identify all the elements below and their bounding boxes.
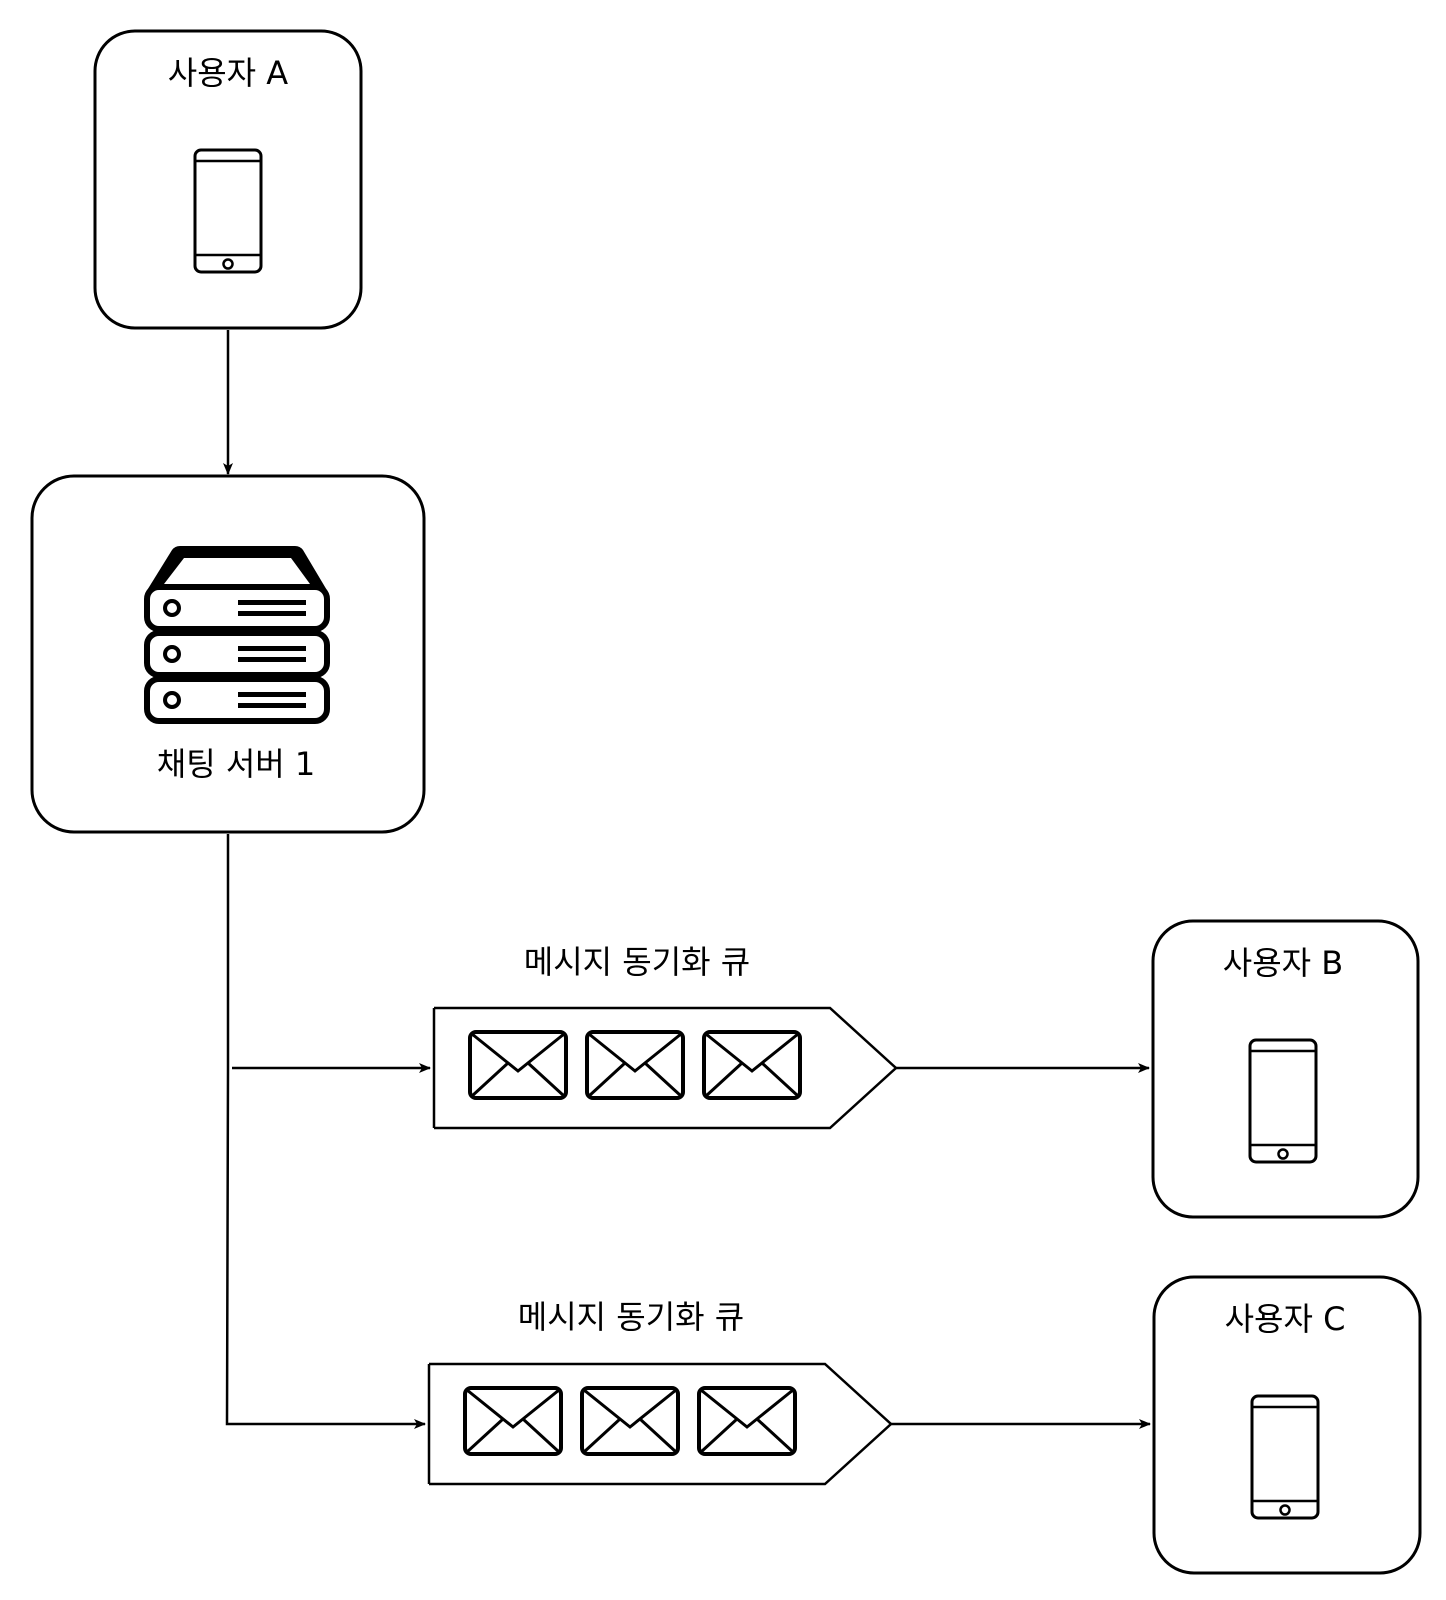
node-user-b: 사용자 B [1151,919,1420,1219]
envelope-icon [702,1030,802,1100]
envelope-icon [468,1030,568,1100]
node-queue-1-label: 메시지 동기화 큐 [524,943,750,981]
node-queue-2: 메시지 동기화 큐 [427,1298,893,1486]
node-chat-server: 채팅 서버 1 [30,474,426,834]
envelope-icon [580,1386,680,1456]
envelope-icon [697,1386,797,1456]
smartphone-icon [193,148,263,274]
node-queue-1: 메시지 동기화 큐 [432,943,898,1130]
node-user-c-label: 사용자 C [1225,1300,1346,1338]
envelope-icon [463,1386,563,1456]
node-queue-2-label: 메시지 동기화 큐 [518,1298,744,1336]
smartphone-icon [1248,1038,1318,1164]
edges [223,330,1151,1429]
edge-server-to-queue-2 [225,1067,426,1429]
node-user-c: 사용자 C [1152,1275,1422,1575]
node-user-a-label: 사용자 A [168,54,288,92]
server-icon [144,546,330,724]
node-chat-server-label: 채팅 서버 1 [157,745,315,783]
node-user-b-label: 사용자 B [1223,944,1343,982]
node-user-a: 사용자 A [93,29,363,330]
envelope-icon [585,1030,685,1100]
smartphone-icon [1250,1394,1320,1520]
